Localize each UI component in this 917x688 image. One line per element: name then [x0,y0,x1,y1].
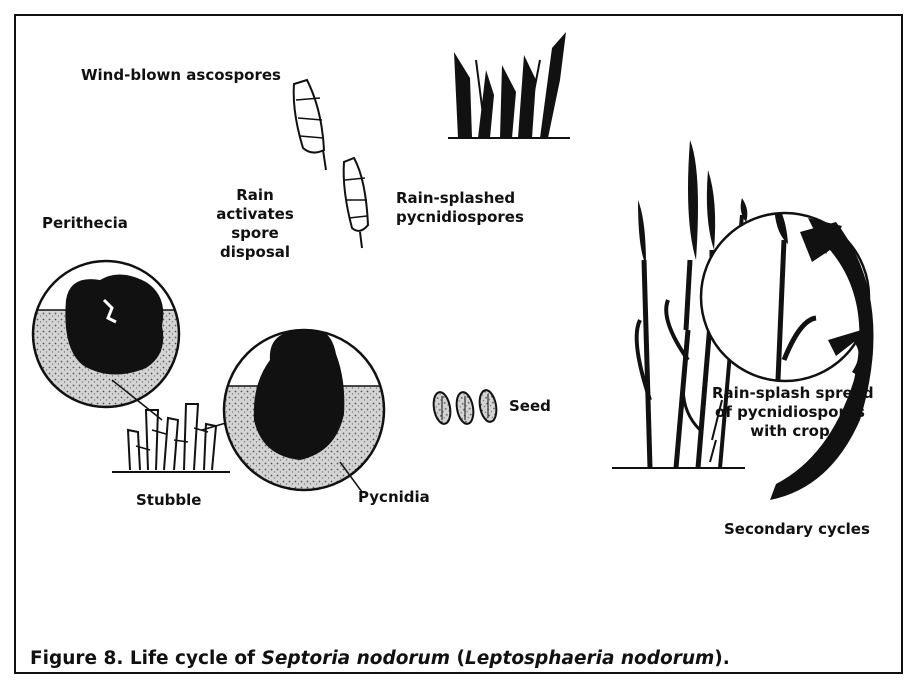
label-seed: Seed [509,397,551,416]
label-perithecia: Perithecia [42,214,128,233]
young-wheat-icon [448,32,570,138]
caption-prefix: Figure 8. Life cycle of [30,648,262,669]
label-rain-splash-spread: Rain-splash spread of pycnidiospores wit… [712,384,868,441]
label-pycnidia: Pycnidia [358,488,430,507]
label-rain-splash-line3: with crop [712,422,868,441]
ascospore-top [294,80,326,170]
label-rain-activates-line2: activates [216,205,294,224]
label-rain-activates: Rain activates spore disposal [216,186,294,262]
label-rain-activates-line3: spore [216,224,294,243]
label-rain-activates-line1: Rain [216,186,294,205]
label-rain-splash-line1: Rain-splash spread [712,384,868,403]
label-rain-splashed: Rain-splashed pycnidiospores [396,189,524,227]
pycnidia-circle [222,328,392,496]
label-rain-splashed-line1: Rain-splashed [396,189,524,208]
crop-detail-circle [701,200,869,381]
caption-species: Septoria nodorum [262,648,450,669]
label-rain-activates-line4: disposal [216,243,294,262]
caption-synonym: Leptosphaeria nodorum [465,648,714,669]
caption-middle: ( [450,648,465,669]
label-secondary-cycles: Secondary cycles [724,520,870,539]
figure-caption: Figure 8. Life cycle of Septoria nodorum… [30,648,730,669]
label-wind-blown-ascospores: Wind-blown ascospores [81,66,281,85]
label-rain-splashed-line2: pycnidiospores [396,208,524,227]
caption-suffix: ). [714,648,729,669]
seed-icons [431,389,498,425]
perithecia-circle [30,261,190,420]
label-rain-splash-line2: of pycnidiospores [712,403,868,422]
ascospore-middle [344,158,368,248]
label-stubble: Stubble [136,491,201,510]
